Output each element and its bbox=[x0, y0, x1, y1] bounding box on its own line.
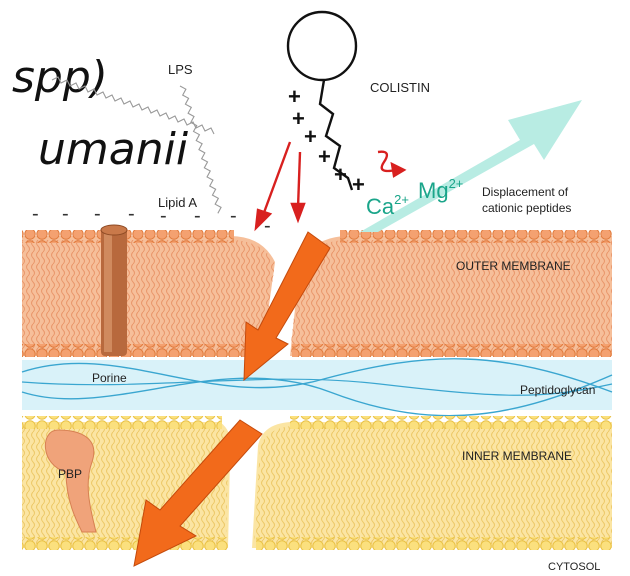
svg-text:+: + bbox=[352, 172, 365, 197]
svg-text:-: - bbox=[62, 203, 69, 225]
inner-membrane bbox=[22, 416, 612, 550]
svg-text:-: - bbox=[230, 205, 237, 227]
svg-text:-: - bbox=[94, 203, 101, 225]
svg-text:-: - bbox=[128, 203, 135, 225]
svg-text:-: - bbox=[32, 203, 39, 225]
svg-text:+: + bbox=[318, 144, 331, 169]
outer-membrane-label: OUTER MEMBRANE bbox=[456, 259, 571, 273]
porine-label: Porine bbox=[92, 371, 127, 385]
svg-text:+: + bbox=[304, 124, 317, 149]
lps-label: LPS bbox=[168, 62, 193, 77]
porin-channel bbox=[101, 225, 127, 356]
displacement-label-line2: cationic peptides bbox=[482, 201, 571, 215]
svg-text:+: + bbox=[292, 106, 305, 131]
svg-text:-: - bbox=[160, 205, 167, 227]
displacement-label-line1: Displacement of bbox=[482, 185, 569, 199]
colistin-label: COLISTIN bbox=[370, 80, 430, 95]
inner-membrane-label: INNER MEMBRANE bbox=[462, 449, 572, 463]
peptidoglycan-label: Peptidoglycan bbox=[520, 383, 595, 397]
svg-text:+: + bbox=[334, 162, 347, 187]
svg-text:-: - bbox=[194, 205, 201, 227]
lps-chains bbox=[52, 77, 255, 213]
magnesium-ion: Mg2+ bbox=[418, 176, 463, 203]
cytosol-label: CYTOSOL bbox=[548, 561, 600, 573]
pbp-label: PBP bbox=[58, 467, 82, 481]
